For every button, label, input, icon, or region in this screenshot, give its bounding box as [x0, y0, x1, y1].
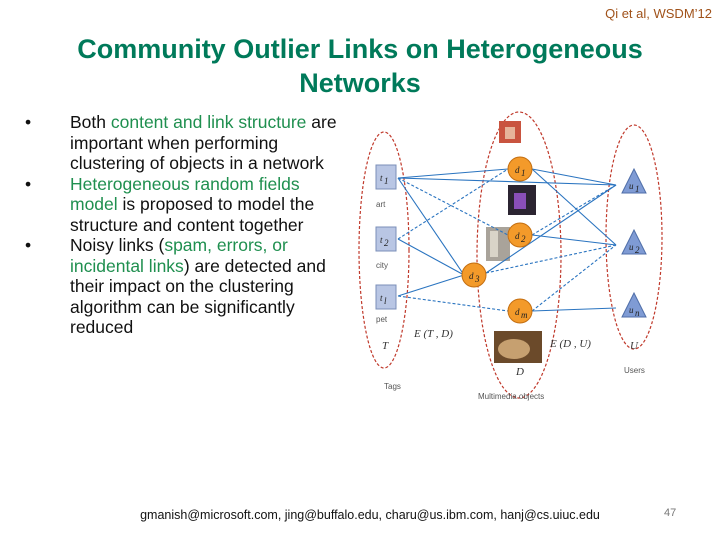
bullet-text: Both	[70, 112, 111, 132]
bullet-item: • Noisy links (spam, errors, or incidenta…	[22, 235, 340, 338]
svg-text:d: d	[515, 165, 520, 175]
bullet-marker: •	[25, 235, 32, 255]
svg-text:1: 1	[521, 168, 526, 178]
bullet-item: • Heterogeneous random fields model is pr…	[22, 174, 340, 236]
bullet-item: • Both content and link structure are imp…	[22, 112, 340, 174]
bullet-marker: •	[25, 173, 32, 194]
bullet-highlight-text: content and link structure	[110, 112, 307, 132]
edge-du-label: E (D , U)	[549, 338, 591, 350]
svg-text:2: 2	[521, 234, 526, 244]
bullet-highlight-text: spam, errors, or incidental links	[70, 235, 288, 276]
svg-text:2: 2	[384, 238, 389, 248]
tag-node-t3	[375, 284, 397, 310]
user-node-u1	[621, 167, 647, 194]
tag-node-t2	[375, 226, 397, 252]
objects-ellipse	[476, 111, 562, 399]
svg-text:m: m	[521, 310, 528, 320]
svg-text:t: t	[380, 235, 383, 245]
bullet-highlight-text: Heterogeneous random fields model	[70, 173, 300, 215]
svg-text:n: n	[635, 308, 640, 318]
tags-caption: Tags	[384, 382, 401, 391]
title-line-1: Community Outlier Links on Heterogeneous	[77, 34, 643, 64]
bullet-text: Noisy links (	[70, 235, 165, 255]
users-caption: Users	[624, 366, 645, 375]
tag-set-label: T	[382, 340, 389, 352]
object-node-dm	[507, 298, 533, 324]
tag-label-pet: pet	[376, 315, 388, 324]
object-set-label: D	[515, 366, 524, 378]
bullet-text: ) are detected and their impact on the c…	[70, 255, 326, 338]
svg-text:u: u	[629, 305, 634, 315]
svg-text:1: 1	[635, 184, 640, 194]
title-line-2: Networks	[299, 68, 421, 98]
bullet-marker: •	[25, 112, 32, 132]
object-node-d3	[461, 262, 487, 288]
svg-text:d: d	[515, 307, 520, 317]
bullet-list: • Both content and link structure are imp…	[22, 112, 340, 338]
slide-title: Community Outlier Links on Heterogeneous…	[40, 32, 680, 100]
bullet-text: are important when performing clustering…	[70, 112, 337, 173]
svg-text:t: t	[380, 293, 383, 303]
page-number: 47	[664, 507, 677, 519]
citation: Qi et al, WSDM’12	[605, 6, 712, 21]
object-node-d2	[507, 222, 533, 248]
user-node-u2	[621, 228, 647, 255]
tags-ellipse	[358, 131, 410, 369]
svg-text:u: u	[629, 181, 634, 191]
svg-text:d: d	[469, 271, 474, 281]
footer-emails: gmanish@microsoft.com, jing@buffalo.edu,…	[140, 508, 600, 522]
svg-text:3: 3	[474, 274, 480, 284]
svg-text:t: t	[380, 173, 383, 183]
svg-text:1: 1	[384, 176, 389, 186]
user-set-label: U	[630, 340, 639, 352]
tag-label-art: art	[376, 200, 386, 209]
links	[397, 168, 617, 312]
object-node-d1	[507, 156, 533, 182]
svg-text:2: 2	[635, 245, 640, 255]
tag-label-city: city	[376, 261, 388, 270]
bullet-text: is proposed to model the structure and c…	[70, 194, 315, 235]
edge-td-label: E (T , D)	[413, 328, 453, 340]
tag-node-t1	[375, 164, 397, 190]
users-ellipse	[605, 124, 663, 350]
svg-text:u: u	[629, 242, 634, 252]
objects-caption: Multimedia objects	[478, 392, 544, 401]
svg-text:l: l	[384, 296, 387, 306]
user-node-un	[621, 291, 647, 318]
svg-text:d: d	[515, 231, 520, 241]
